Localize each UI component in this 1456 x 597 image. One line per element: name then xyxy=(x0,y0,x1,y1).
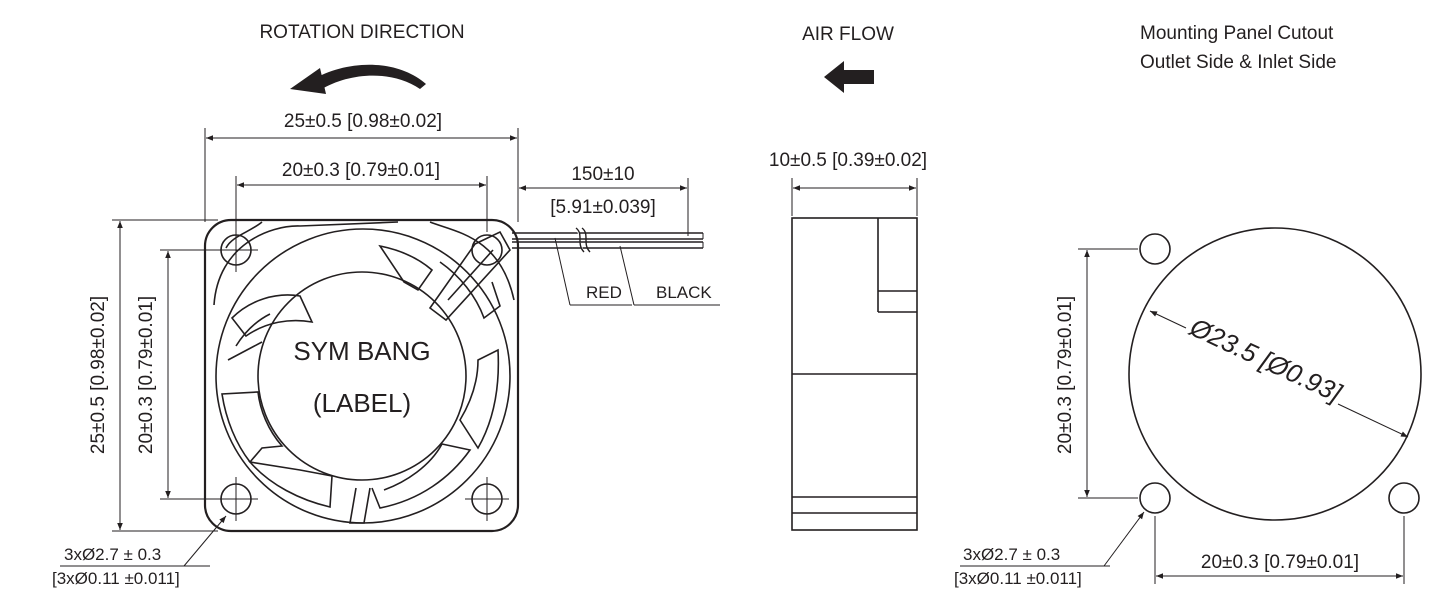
wire-length-inch-label: [5.91±0.039] xyxy=(550,197,656,218)
cutout-hole-callout-line-1: 3xØ2.7 ± 0.3 xyxy=(963,545,1060,564)
hole-spacing-y-label: 20±0.3 [0.79±0.01] xyxy=(136,296,157,454)
rotation-arrow-icon xyxy=(290,64,426,94)
cutout-circle xyxy=(1128,227,1422,521)
black-wire-label: BLACK xyxy=(656,283,712,302)
rotation-direction-title: ROTATION DIRECTION xyxy=(259,22,464,43)
cutout-diameter-label: Ø23.5 [Ø0.93] xyxy=(1185,311,1347,408)
wire-length-label: 150±10 xyxy=(571,164,634,185)
width-overall-label: 25±0.5 [0.98±0.02] xyxy=(284,111,442,132)
cutout-hole-callout-line-2: [3xØ0.11 ±0.011] xyxy=(954,569,1082,588)
cutout-hole-bottom-right xyxy=(1388,482,1420,514)
mounting-hole-top-left xyxy=(214,228,258,272)
cutout-hole-spacing-y-label: 20±0.3 [0.79±0.01] xyxy=(1055,296,1076,454)
hole-callout-front-line-2: [3xØ0.11 ±0.011] xyxy=(52,569,180,588)
air-flow-arrow-icon xyxy=(824,61,874,93)
mounting-hole-top-right xyxy=(471,234,503,266)
mounting-hole-bottom-right xyxy=(465,477,509,521)
cutout-hole-bottom-left xyxy=(1139,482,1171,514)
hub-label-circle xyxy=(257,271,467,481)
hole-callout-front-line-1: 3xØ2.7 ± 0.3 xyxy=(64,545,161,564)
height-overall-label: 25±0.5 [0.98±0.02] xyxy=(88,296,109,454)
wire-exit-strut xyxy=(428,230,511,322)
side-view: AIR FLOW 10±0.5 [0.39±0.02] xyxy=(769,24,927,531)
red-wire-label: RED xyxy=(586,283,622,302)
hole-spacing-x-dimension: 20±0.3 [0.79±0.01] xyxy=(235,160,488,232)
wire-break-symbol xyxy=(575,227,585,253)
hole-spacing-y-dimension: 20±0.3 [0.79±0.01] xyxy=(136,249,232,500)
red-wire xyxy=(512,232,704,240)
cutout-title-line-1: Mounting Panel Cutout xyxy=(1140,23,1334,44)
thickness-label: 10±0.5 [0.39±0.02] xyxy=(769,150,927,171)
cutout-title-line-2: Outlet Side & Inlet Side xyxy=(1140,52,1336,73)
mounting-hole-bottom-left xyxy=(214,477,258,521)
height-overall-dimension: 25±0.5 [0.98±0.02] xyxy=(88,219,218,532)
air-flow-title: AIR FLOW xyxy=(802,24,894,45)
cutout-hole-spacing-x-label: 20±0.3 [0.79±0.01] xyxy=(1201,552,1359,573)
fan-frame xyxy=(203,218,520,533)
cutout-hole-top-left xyxy=(1139,233,1171,265)
label-line-2: (LABEL) xyxy=(313,388,411,418)
cutout-view: Mounting Panel Cutout Outlet Side & Inle… xyxy=(954,23,1422,588)
fan-blades xyxy=(221,244,501,524)
label-line-1: SYM BANG xyxy=(293,336,430,366)
hole-callout-front: 3xØ2.7 ± 0.3 [3xØ0.11 ±0.011] xyxy=(52,515,227,588)
hole-spacing-x-label: 20±0.3 [0.79±0.01] xyxy=(282,160,440,181)
front-view: ROTATION DIRECTION 25±0.5 [0.98±0.02] 20… xyxy=(52,22,520,588)
wires: 150±10 [5.91±0.039] RED BLACK xyxy=(512,164,720,306)
black-wire xyxy=(512,241,704,249)
width-overall-dimension: 25±0.5 [0.98±0.02] xyxy=(204,111,519,222)
